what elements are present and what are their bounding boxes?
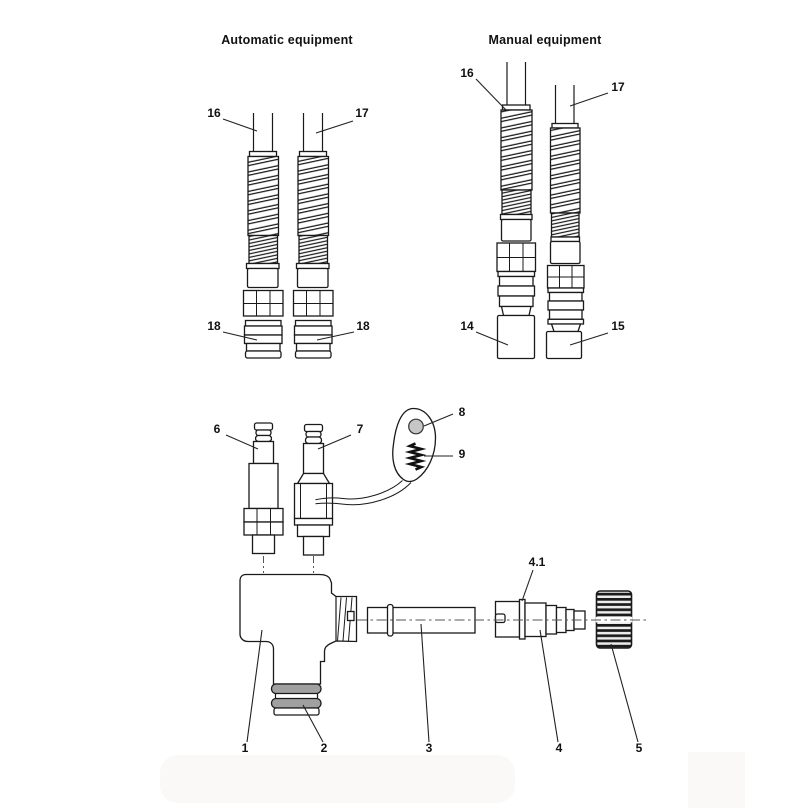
spring-guard bbox=[500, 109, 533, 191]
callout-4: 4 bbox=[556, 741, 563, 755]
leader-line bbox=[225, 434, 259, 450]
leader-line bbox=[569, 332, 609, 346]
valve-assembly: 4.1 1 2 3 4 5 bbox=[239, 555, 647, 755]
coupling-sleeve bbox=[496, 314, 536, 360]
hose-collar bbox=[501, 104, 531, 111]
manual-section-title: Manual equipment bbox=[489, 33, 603, 47]
leader-line bbox=[222, 331, 258, 341]
manual-coupling-left bbox=[496, 213, 537, 360]
callout-manual-14: 14 bbox=[460, 319, 474, 333]
spring-guard bbox=[297, 155, 330, 237]
check-ball bbox=[408, 418, 424, 435]
callout-manual-17: 17 bbox=[611, 80, 625, 94]
nipple-hex-nut bbox=[243, 507, 284, 523]
leader-line bbox=[246, 629, 263, 743]
nipple-6 bbox=[243, 422, 284, 573]
leader-line bbox=[569, 92, 609, 107]
coupling-nipples: 6 7 bbox=[214, 422, 364, 573]
automatic-section: Automatic equipment bbox=[207, 33, 370, 359]
manual-hose-left bbox=[496, 62, 537, 360]
auto-coupling-left bbox=[242, 262, 284, 359]
spring-guard-tight bbox=[248, 234, 279, 265]
callout-manual-16: 16 bbox=[460, 66, 474, 80]
leader-line bbox=[539, 629, 559, 743]
nipple-tip bbox=[253, 422, 274, 431]
nipple-stem bbox=[302, 535, 325, 556]
callout-3: 3 bbox=[426, 741, 433, 755]
auto-coupling-right bbox=[292, 262, 334, 359]
spring-guard-tight bbox=[298, 234, 329, 265]
hose-collar bbox=[248, 150, 278, 158]
connector-pin bbox=[494, 613, 506, 624]
scan-artifact bbox=[688, 752, 745, 808]
callout-6: 6 bbox=[214, 422, 221, 436]
manual-coupling-right bbox=[545, 236, 585, 360]
leader-line bbox=[475, 78, 507, 111]
automatic-section-title: Automatic equipment bbox=[221, 33, 353, 47]
leader-line bbox=[317, 434, 352, 450]
leader-line bbox=[302, 704, 324, 743]
leader-line bbox=[610, 643, 639, 743]
leader-line bbox=[475, 331, 509, 346]
o-ring bbox=[270, 683, 322, 695]
callout-9: 9 bbox=[459, 447, 466, 461]
leader-line bbox=[316, 331, 355, 341]
auto-hose-right bbox=[292, 113, 334, 359]
leader-line bbox=[423, 413, 454, 427]
hose-collar bbox=[298, 150, 328, 158]
balloon-tail bbox=[315, 482, 412, 506]
o-ring bbox=[270, 697, 322, 709]
check-spring bbox=[404, 442, 427, 471]
nipple-7 bbox=[293, 423, 334, 573]
manual-section: Manual equipment bbox=[460, 33, 625, 360]
valve-body bbox=[239, 573, 358, 685]
callout-4-1: 4.1 bbox=[529, 555, 546, 569]
outlet-detail bbox=[346, 610, 355, 622]
callout-manual-15: 15 bbox=[611, 319, 625, 333]
nipple-stem bbox=[251, 534, 276, 555]
callout-5: 5 bbox=[636, 741, 643, 755]
callout-8: 8 bbox=[459, 405, 466, 419]
spring-guard bbox=[549, 127, 581, 214]
auto-hose-left bbox=[242, 113, 284, 359]
leader-line bbox=[222, 118, 258, 132]
spring-guard-tight bbox=[501, 189, 532, 216]
scan-artifact bbox=[160, 755, 515, 803]
callout-auto-17: 17 bbox=[355, 106, 369, 120]
connector-flange bbox=[518, 598, 526, 640]
callout-auto-16: 16 bbox=[207, 106, 221, 120]
callout-7: 7 bbox=[357, 422, 364, 436]
leader-line bbox=[521, 569, 534, 602]
hose-collar bbox=[551, 122, 579, 129]
spigot-rim bbox=[273, 707, 320, 716]
spring-guard-tight bbox=[550, 212, 580, 238]
leader-line bbox=[420, 623, 430, 743]
callout-2: 2 bbox=[321, 741, 328, 755]
coupling-sleeve bbox=[545, 330, 583, 360]
callout-auto-18-right: 18 bbox=[356, 319, 370, 333]
nipple-body bbox=[248, 462, 279, 510]
spring-guard bbox=[247, 155, 280, 237]
nipple-tip bbox=[303, 423, 324, 433]
callout-auto-18-left: 18 bbox=[207, 319, 221, 333]
callout-1: 1 bbox=[242, 741, 249, 755]
leader-line bbox=[315, 120, 354, 134]
balloon-tail bbox=[315, 480, 403, 501]
detail-balloon: 8 9 bbox=[315, 405, 466, 506]
manual-hose-right bbox=[545, 85, 585, 360]
